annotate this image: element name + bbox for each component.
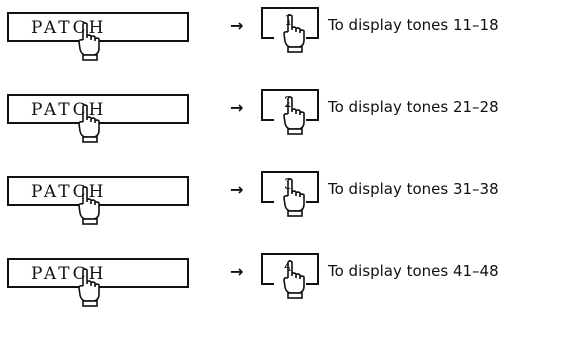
row-description: To display tones 21–28 [328, 98, 499, 116]
patch-button[interactable]: PATCH [7, 258, 189, 307]
pointing-hand-icon [283, 260, 305, 299]
key-outline [261, 7, 319, 39]
row-description: To display tones 31–38 [328, 180, 499, 198]
pointing-hand-icon [78, 104, 100, 143]
right-arrow-icon: → [230, 16, 244, 35]
pointing-hand-icon [283, 178, 305, 217]
key-outline [261, 171, 319, 203]
patch-button[interactable]: PATCH [7, 94, 189, 143]
right-arrow-icon: → [230, 262, 244, 281]
instruction-row-4: PATCH → 4 To display tones 41–48 [0, 252, 585, 312]
key-outline [261, 253, 319, 285]
pointing-hand-icon [78, 22, 100, 61]
pointing-hand-icon [283, 96, 305, 135]
instruction-row-1: PATCH → 1 To display tones 11–18 [0, 6, 585, 66]
key-outline [261, 89, 319, 121]
right-arrow-icon: → [230, 98, 244, 117]
pointing-hand-icon [78, 186, 100, 225]
right-arrow-icon: → [230, 180, 244, 199]
row-description: To display tones 11–18 [328, 16, 499, 34]
number-button-2[interactable]: 2 [260, 88, 320, 135]
instruction-row-3: PATCH → 3 To display tones 31–38 [0, 170, 585, 230]
number-button-4[interactable]: 4 [260, 252, 320, 299]
patch-button[interactable]: PATCH [7, 12, 189, 61]
row-description: To display tones 41–48 [328, 262, 499, 280]
instruction-row-2: PATCH → 2 To display tones 21–28 [0, 88, 585, 148]
pointing-hand-icon [283, 14, 305, 53]
number-button-1[interactable]: 1 [260, 6, 320, 53]
number-button-3[interactable]: 3 [260, 170, 320, 217]
patch-button[interactable]: PATCH [7, 176, 189, 225]
pointing-hand-icon [78, 268, 100, 307]
